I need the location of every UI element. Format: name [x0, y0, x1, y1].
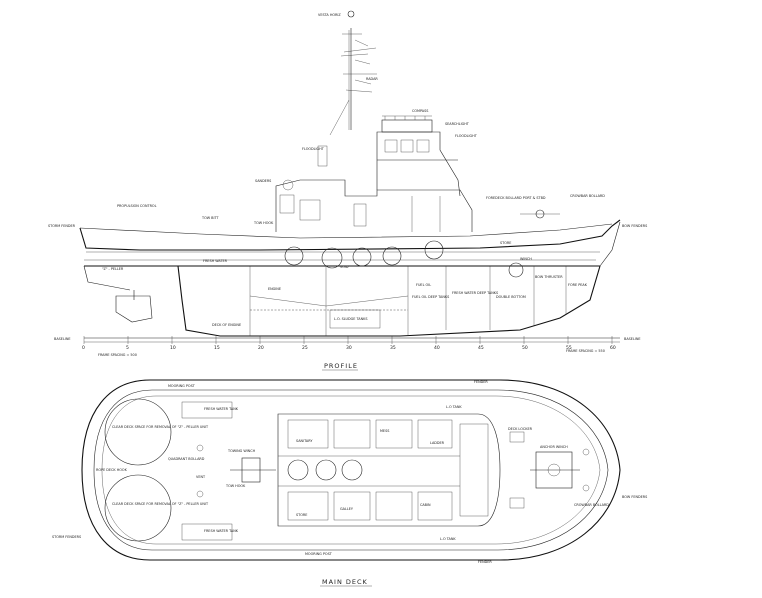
- tow-hook-deck-label: TOW HOOK: [225, 484, 246, 488]
- fender-bottom-label: FENDER: [478, 560, 492, 564]
- ladder-label: LADDER: [430, 441, 445, 445]
- crowbar-bollard-deck-label: CROWBAR BOLLARD: [574, 503, 609, 507]
- main-deck-view: MOORING POST MOORING POST FENDER FENDER …: [52, 379, 647, 587]
- anchor-winch: [509, 431, 590, 509]
- propulsion-control-label: PROPULSION CONTROL: [117, 204, 157, 208]
- clear-deck-bottom-label: CLEAR DECK SPACE FOR REMOVAL OF "Z" - PE…: [112, 502, 209, 506]
- mess-label: MESS: [380, 429, 389, 433]
- galley-label: GALLEY: [340, 507, 354, 511]
- deckhouse: [277, 413, 501, 527]
- foredeck-bollard-label: FOREDECK BOLLARD PORT & STBD: [486, 196, 546, 200]
- clear-deck-top-label: CLEAR DECK SPACE FOR REMOVAL OF "Z" - PE…: [112, 425, 209, 429]
- frame-spacing-right-label: FRAME SPACING = 550: [566, 349, 605, 353]
- void-label: VOID: [340, 265, 349, 269]
- store-profile-label: STORE: [500, 241, 511, 245]
- deck-hull-outline: [81, 379, 621, 561]
- main-deck-title: MAIN DECK: [322, 578, 368, 586]
- storm-fenders-label: STORM FENDERS: [52, 535, 81, 539]
- baseline-left-label: BASELINE: [54, 337, 71, 341]
- bow-fenders-profile-label: BOW FENDERS: [622, 224, 647, 228]
- frame-scale: 0 5 10 15 20 25 30 35 40 45 50 55 60: [82, 336, 620, 351]
- scale-tick-label: 10: [170, 345, 176, 351]
- profile-view: VESTA HORIZ RADAR COMPASS SEARCHLIGHT FL…: [48, 10, 647, 371]
- deck-of-engine-label: DECK OF ENGINE: [212, 323, 241, 327]
- floodlight-top-label: FLOODLIGHT: [455, 134, 478, 138]
- mast-top-label: VESTA HORIZ: [318, 13, 341, 17]
- scale-tick-label: 40: [434, 345, 440, 351]
- anchor-winch-label: ANCHOR WINCH: [540, 445, 568, 449]
- fuel-oil-label: FUEL OIL DEEP TANKS: [412, 295, 449, 299]
- crowbar-bollard-profile-label: CROWBAR BOLLARD: [570, 194, 605, 198]
- mast: [329, 10, 377, 136]
- clear-deck-circle-bottom: [104, 474, 172, 542]
- engine-label: ENGINE: [268, 287, 281, 291]
- lo-tank-bottom-label: L.O TANK: [440, 537, 456, 541]
- towing-gear: [181, 401, 276, 541]
- clear-deck-circle-top: [104, 398, 172, 466]
- scale-tick-label: 30: [346, 345, 352, 351]
- frame-scale-ticks: 0 5 10 15 20 25 30 35 40 45 50 55 60: [82, 336, 616, 351]
- double-bottom-label: DOUBLE BOTTOM: [496, 295, 526, 299]
- wheelhouse: [317, 115, 461, 197]
- bow-fenders-deck-label: BOW FENDERS: [622, 495, 647, 499]
- quadrant-bollard-label: QUADRANT BOLLARD: [168, 457, 205, 461]
- oil-tanks-label: FUEL OIL: [416, 283, 431, 287]
- scale-tick-label: 35: [390, 345, 396, 351]
- radar-label: RADAR: [366, 77, 378, 81]
- searchlight-label: SEARCHLIGHT: [445, 122, 470, 126]
- cabin-label: CABIN: [420, 503, 431, 507]
- scale-tick-label: 45: [478, 345, 484, 351]
- rope-deck-hook-label: ROPE DECK HOOK: [96, 468, 128, 472]
- fresh-water-left-label: FRESH WATER: [203, 259, 228, 263]
- bow-thruster-label: BOW THRUSTER: [535, 275, 563, 279]
- scale-tick-label: 5: [126, 345, 129, 351]
- scale-tick-label: 55: [566, 345, 572, 351]
- winch-label: WINCH: [520, 257, 532, 261]
- profile-title: PROFILE: [324, 362, 358, 370]
- fore-peak-label: FORE PEAK: [568, 283, 588, 287]
- sanders-label: SANDERS: [255, 179, 271, 183]
- towing-winch-label: TOWING WINCH: [227, 449, 256, 453]
- sanitary-label: SANITARY: [296, 439, 313, 443]
- lo-sludge-label: L.O. SLUDGE TANKS: [334, 317, 368, 321]
- lo-tank-top-label: L.O TANK: [446, 405, 462, 409]
- hull-profile: [79, 219, 621, 337]
- scale-tick-label: 0: [82, 345, 85, 351]
- scale-tick-label: 15: [214, 345, 220, 351]
- storm-fender-label: STORM FENDER: [48, 224, 76, 228]
- z-peller-label: "Z" - PELLER: [102, 267, 124, 271]
- scale-tick-label: 60: [610, 345, 616, 351]
- tow-hook-label: TOW HOOK: [253, 221, 274, 225]
- fresh-water-right-label: FRESH WATER DEEP TANKS: [452, 291, 498, 295]
- fender-top-label: FENDER: [474, 380, 488, 384]
- floodlight-mid-label: FLOODLIGHT: [302, 147, 325, 151]
- fresh-water-tank-top-label: FRESH WATER TANK: [204, 407, 239, 411]
- vent-label: VENT: [196, 475, 206, 479]
- scale-tick-label: 20: [258, 345, 264, 351]
- tow-bitt-label: TOW BITT: [201, 216, 220, 220]
- fresh-water-tank-bottom-label: FRESH WATER TANK: [204, 529, 239, 533]
- superstructure: [275, 179, 560, 232]
- mooring-post-top-label: MOORING POST: [168, 384, 196, 388]
- scale-tick-label: 25: [302, 345, 308, 351]
- deck-locker-label: DECK LOCKER: [508, 427, 533, 431]
- compass-label: COMPASS: [412, 109, 428, 113]
- baseline-right-label: BASELINE: [624, 337, 641, 341]
- scale-tick-label: 50: [522, 345, 528, 351]
- mooring-post-bottom-label: MOORING POST: [305, 552, 333, 556]
- frame-spacing-left-label: FRAME SPACING = 500: [98, 353, 137, 357]
- store-deck-label: STORE: [296, 513, 307, 517]
